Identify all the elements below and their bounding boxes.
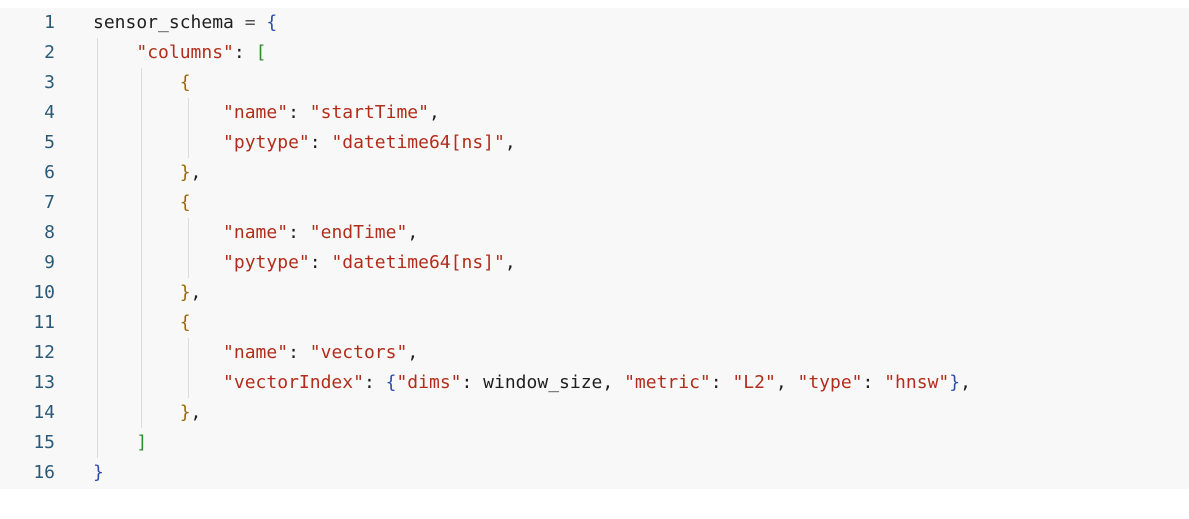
line-number: 12 (33, 342, 55, 363)
code-text: "name": "startTime", (223, 102, 440, 123)
code-line: 6 }, (0, 158, 1189, 188)
code-line: 13 "vectorIndex": {"dims": window_size, … (0, 368, 1189, 398)
code-text: "name": "endTime", (223, 222, 419, 243)
code-line: 10 }, (0, 278, 1189, 308)
code-text: "pytype": "datetime64[ns]", (223, 132, 516, 153)
line-number: 1 (44, 12, 55, 33)
line-number: 10 (33, 282, 55, 303)
line-number: 7 (44, 192, 55, 213)
indent-guide (97, 38, 98, 458)
code-line: 8 "name": "endTime", (0, 218, 1189, 248)
code-text: { (179, 192, 191, 213)
code-text: "columns": [ (136, 42, 267, 63)
code-text: }, (179, 282, 202, 303)
line-number: 8 (44, 222, 55, 243)
line-number: 13 (33, 372, 55, 393)
code-text: } (93, 462, 104, 483)
code-line: 1 sensor_schema = { (0, 8, 1189, 38)
code-text: }, (179, 402, 202, 423)
code-line: 16} (0, 458, 1189, 488)
code-line: 2 "columns": [ (0, 38, 1189, 68)
code-text: { (179, 312, 191, 333)
line-number: 14 (33, 402, 55, 423)
code-text: { (179, 72, 191, 93)
code-line: 14 }, (0, 398, 1189, 428)
line-number: 4 (44, 102, 55, 123)
code-line: 15 ] (0, 428, 1189, 458)
code-line: 5 "pytype": "datetime64[ns]", (0, 128, 1189, 158)
line-number: 15 (33, 432, 55, 453)
code-text: "name": "vectors", (223, 342, 419, 363)
code-line: 7 { (0, 188, 1189, 218)
code-text: sensor_schema = { (93, 12, 278, 33)
line-number: 16 (33, 462, 55, 483)
code-text: "vectorIndex": {"dims": window_size, "me… (223, 372, 971, 393)
indent-guide (141, 68, 142, 428)
code-line: 12 "name": "vectors", (0, 338, 1189, 368)
line-number: 2 (44, 42, 55, 63)
line-number: 11 (33, 312, 55, 333)
code-text: }, (179, 162, 202, 183)
line-number: 9 (44, 252, 55, 273)
line-number: 3 (44, 72, 55, 93)
line-number: 6 (44, 162, 55, 183)
code-line: 3 { (0, 68, 1189, 98)
indent-guide (188, 98, 189, 158)
code-line: 9 "pytype": "datetime64[ns]", (0, 248, 1189, 278)
code-text: "pytype": "datetime64[ns]", (223, 252, 516, 273)
indent-guide (188, 218, 189, 278)
code-line: 11 { (0, 308, 1189, 338)
indent-guide (188, 338, 189, 398)
line-number: 5 (44, 132, 55, 153)
code-text: ] (136, 432, 148, 453)
code-line: 4 "name": "startTime", (0, 98, 1189, 128)
